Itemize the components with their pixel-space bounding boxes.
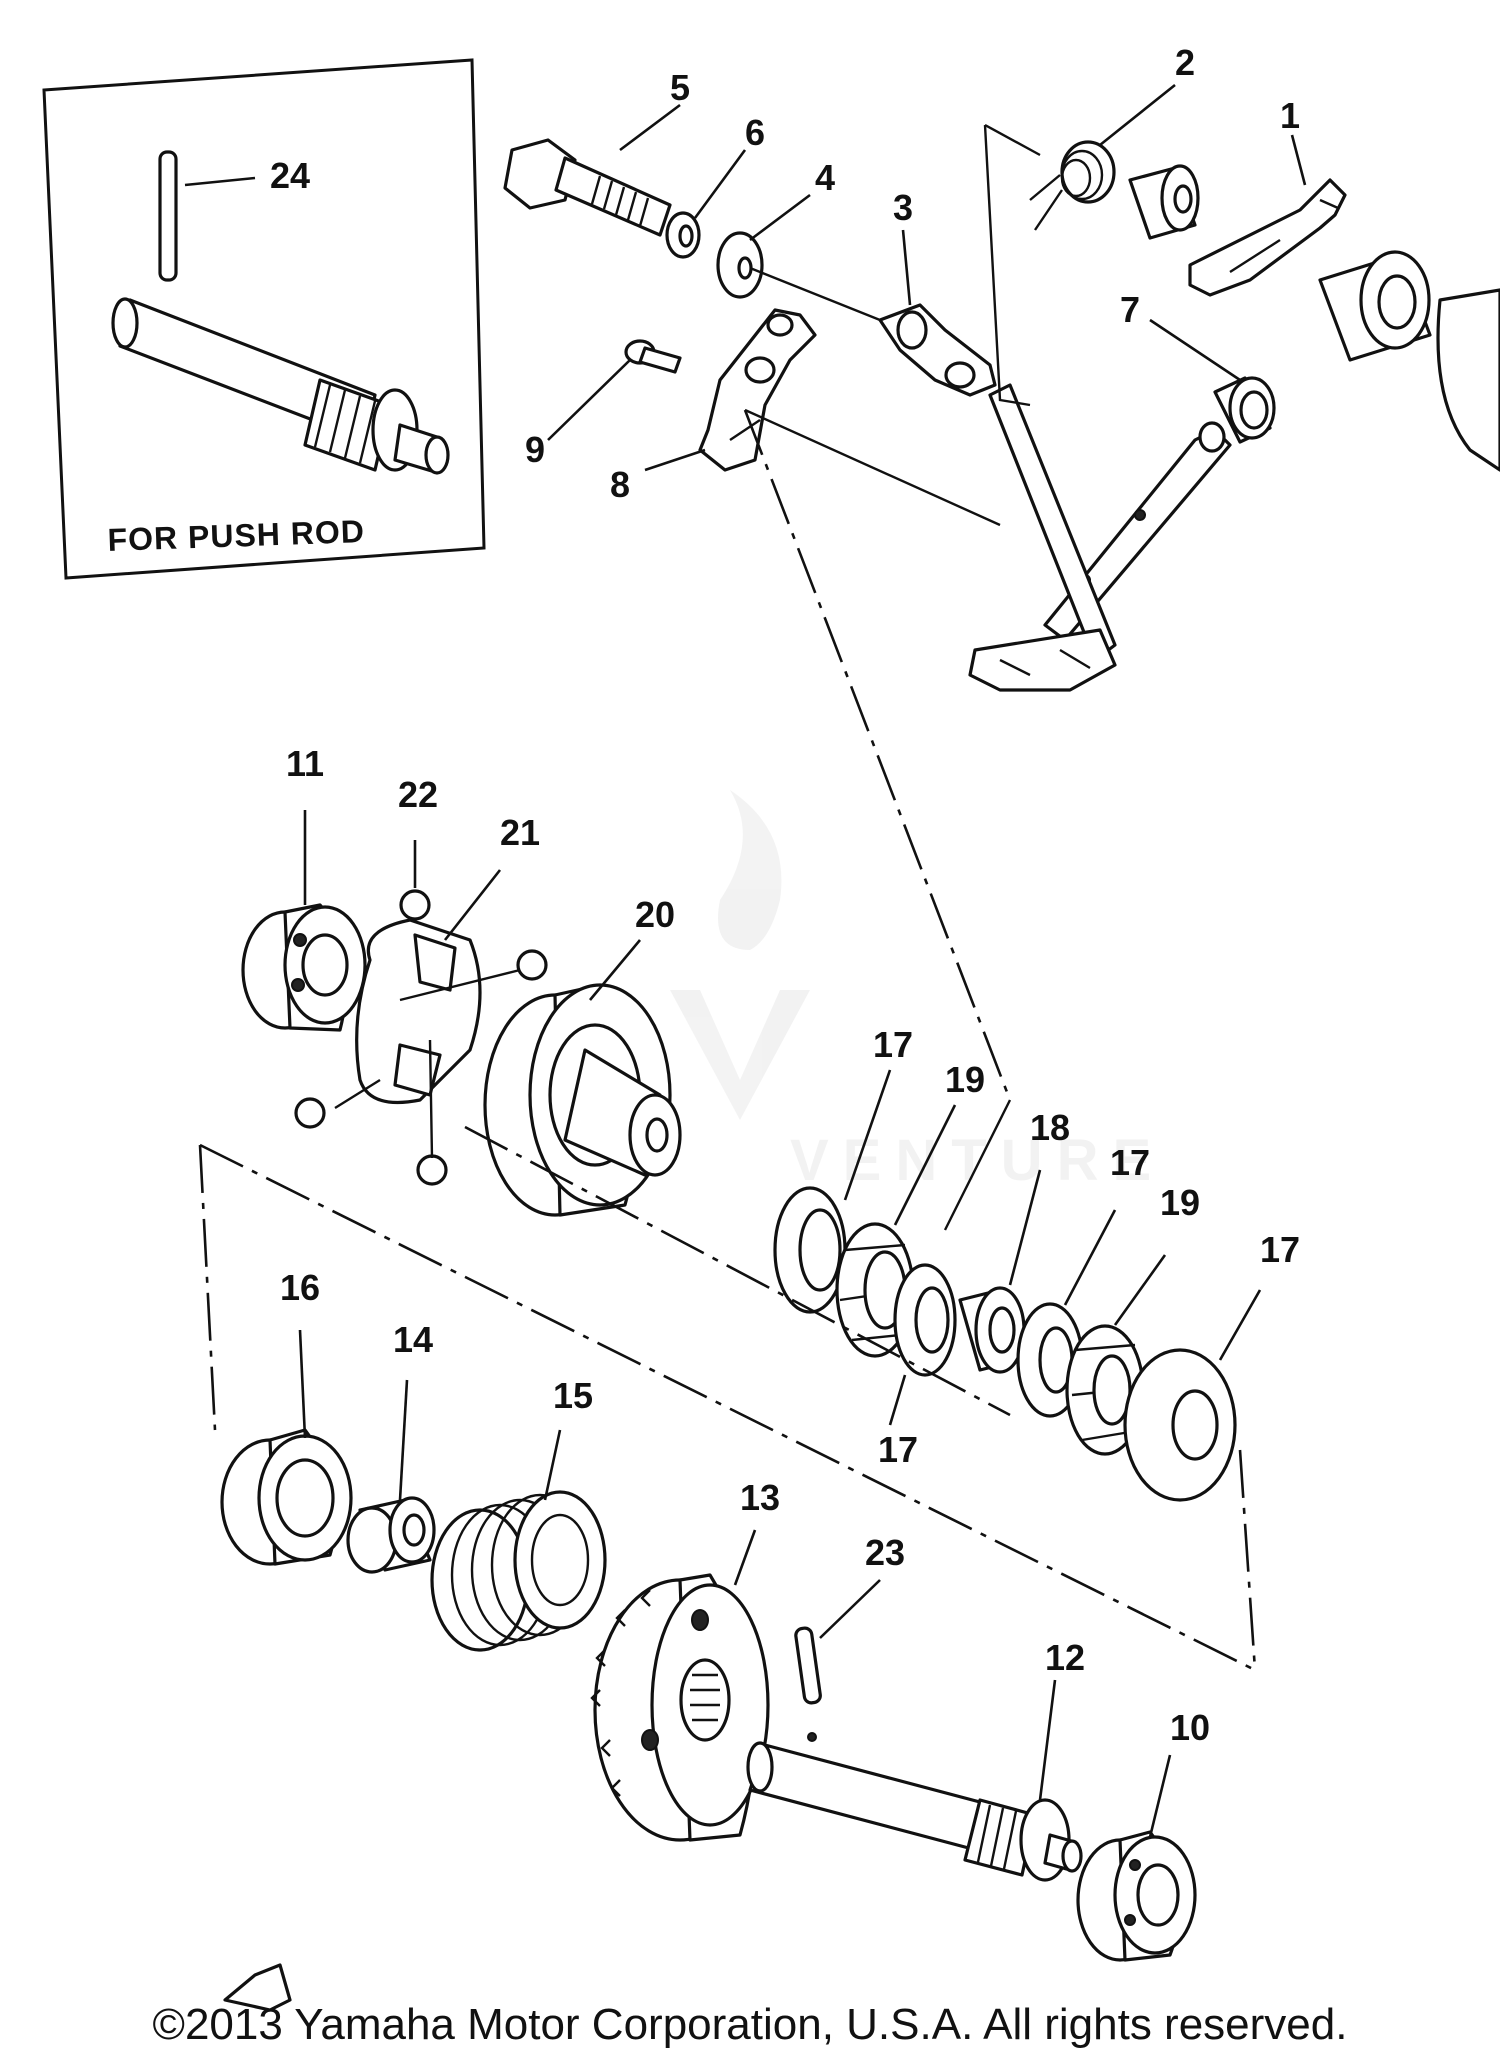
ball-left	[294, 1097, 326, 1129]
gear-20	[483, 983, 682, 1217]
shift-arm-3	[878, 303, 1117, 692]
callout-7: 7	[1120, 289, 1140, 330]
ball-right	[516, 949, 548, 981]
watermark-text: VENTURE	[790, 1128, 1165, 1193]
callout-21: 21	[500, 812, 540, 853]
callout-17-a: 17	[873, 1024, 913, 1065]
bolt-5	[503, 138, 672, 237]
callout-3: 3	[893, 187, 913, 228]
callout-4: 4	[815, 157, 835, 198]
seal-16	[220, 1428, 353, 1566]
lever-1	[1188, 178, 1347, 297]
cover-fragment	[223, 1963, 292, 2012]
axis-line-stopper-end	[943, 1099, 1012, 1231]
callout-numbers: 24 5 6 4 3 2 1 7 9 8 11 22 21 20 17 19 1…	[270, 42, 1300, 1748]
callout-9: 9	[525, 429, 545, 470]
pin-24	[158, 150, 178, 282]
oil-seal-7	[1213, 376, 1276, 444]
assembly-lines	[198, 123, 1257, 1672]
push-rod-inset: FOR PUSH ROD	[42, 58, 486, 580]
axis-line-main	[464, 1125, 1011, 1417]
crankcase-housing	[1318, 250, 1500, 472]
copyright-footer: ©2013 Yamaha Motor Corporation, U.S.A. A…	[152, 2000, 1348, 2049]
plate-17a	[773, 1186, 847, 1314]
callout-20: 20	[635, 894, 675, 935]
callout-2: 2	[1175, 42, 1195, 83]
callout-1: 1	[1280, 95, 1300, 136]
spring-15	[430, 1490, 607, 1652]
inset-label: FOR PUSH ROD	[107, 513, 365, 558]
plate-17d	[1123, 1348, 1237, 1502]
callout-23: 23	[865, 1532, 905, 1573]
stopper-8	[698, 308, 817, 472]
callout-17-b: 17	[1110, 1142, 1150, 1183]
bearing-10	[1076, 1830, 1197, 1962]
bushing	[1128, 164, 1200, 240]
axis-line-lower	[199, 1143, 1256, 1672]
callout-15: 15	[553, 1375, 593, 1416]
axis-line-stopper-arm	[744, 408, 1001, 527]
axis-line-stopper	[743, 409, 1012, 1101]
callout-18: 18	[1030, 1107, 1070, 1148]
collar-14	[346, 1496, 436, 1574]
callout-19-b: 19	[1160, 1182, 1200, 1223]
callout-12: 12	[1045, 1637, 1085, 1678]
push-rod-shaft	[111, 297, 450, 475]
axis-line-bolt	[749, 266, 881, 322]
callout-17-c: 17	[1260, 1229, 1300, 1270]
callout-24: 24	[270, 155, 310, 196]
axis-line-left-drop	[198, 1144, 217, 1431]
callout-11: 11	[286, 743, 324, 784]
bolt-9	[624, 339, 682, 374]
callout-5: 5	[670, 67, 690, 108]
ball-22	[399, 889, 431, 921]
gear-13	[590, 1573, 770, 1842]
kick-shaft-12	[746, 1732, 1083, 1882]
inset-frame	[42, 58, 486, 580]
axis-line-spring	[984, 123, 1041, 157]
callout-16: 16	[280, 1267, 320, 1308]
callout-19-a: 19	[945, 1059, 985, 1100]
axis-line-spring-bracket	[983, 124, 1031, 407]
cam-21	[334, 918, 521, 1159]
washer-6	[665, 211, 701, 259]
ball-bottom	[416, 1154, 448, 1186]
bearing-11	[241, 903, 367, 1032]
callout-13: 13	[740, 1477, 780, 1518]
plate-17b	[893, 1263, 957, 1377]
leader-lines	[184, 83, 1307, 1838]
axis-line-right-drop	[1238, 1449, 1257, 1671]
callout-8: 8	[610, 464, 630, 505]
callout-17-d: 17	[878, 1429, 918, 1470]
washer-4	[716, 231, 764, 299]
callout-6: 6	[745, 112, 765, 153]
watermark: VENTURE	[670, 790, 1165, 1193]
spring-2	[1029, 140, 1116, 231]
callout-10: 10	[1170, 1707, 1210, 1748]
spacer-18	[958, 1286, 1026, 1374]
callout-22: 22	[398, 774, 438, 815]
callout-14: 14	[393, 1319, 433, 1360]
pin-23	[794, 1626, 822, 1705]
